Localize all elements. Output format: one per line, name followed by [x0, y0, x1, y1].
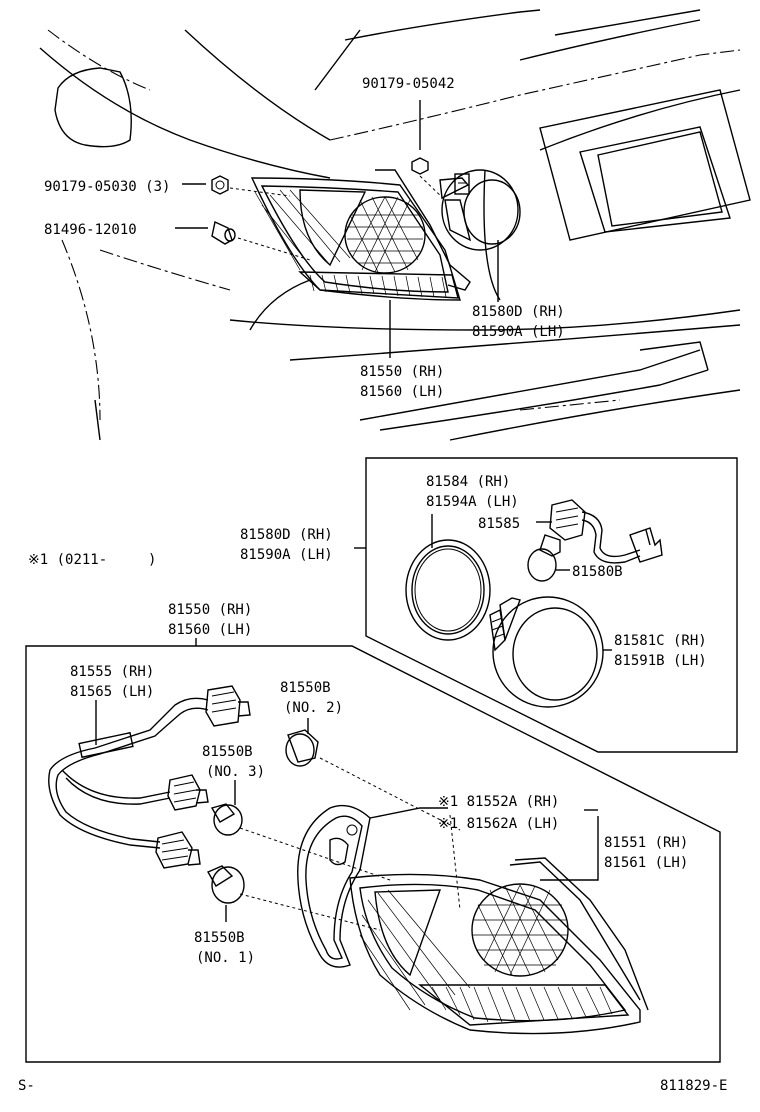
footer-left-code: S-	[18, 1078, 35, 1094]
label-90179-05042: 90179-05042	[362, 76, 455, 92]
label-81560-lh-box: 81560 (LH)	[168, 622, 252, 638]
top-reflector-grid	[344, 196, 426, 274]
harness-sockets	[155, 685, 251, 869]
label-90179-05030: 90179-05030 (3)	[44, 179, 170, 195]
label-81550b-no1-num: (NO. 1)	[196, 950, 255, 966]
bulb-no2	[285, 718, 461, 831]
label-81552a-rh: ※1 81552A (RH)	[438, 794, 559, 810]
lens-81581c	[489, 596, 612, 708]
label-81581c-rh: 81581C (RH)	[614, 633, 707, 649]
label-81591b-lh: 81591B (LH)	[614, 653, 707, 669]
socket-detail-box	[354, 457, 738, 753]
label-81551-rh: 81551 (RH)	[604, 835, 688, 851]
label-81585: 81585	[478, 516, 520, 532]
label-81496-12010: 81496-12010	[44, 222, 137, 238]
nut-90179-05042	[411, 100, 446, 201]
wire-harness-81555	[48, 697, 209, 849]
gasket-81552a	[297, 804, 461, 968]
label-81565-lh: 81565 (LH)	[70, 684, 154, 700]
label-81550b-no2: 81550B	[280, 680, 331, 696]
label-81550-rh-top: 81550 (RH)	[360, 364, 444, 380]
vehicle-body-outline	[39, 9, 751, 441]
bottom-reflector-grid	[471, 883, 569, 977]
bulb-no3	[210, 780, 391, 881]
label-81555-rh: 81555 (RH)	[70, 664, 154, 680]
socket-81585	[536, 499, 663, 564]
label-81550b-no3-num: (NO. 3)	[206, 764, 265, 780]
assembly-box	[25, 638, 721, 1063]
top-socket-assembly	[439, 169, 521, 251]
gasket-81584	[405, 514, 491, 641]
label-81560-lh-top: 81560 (LH)	[360, 384, 444, 400]
label-81584-rh: 81584 (RH)	[426, 474, 510, 490]
label-81550b-no1: 81550B	[194, 930, 245, 946]
bolt-81496-12010	[175, 220, 311, 261]
label-81562a-lh: ※1 81562A (LH)	[438, 816, 559, 832]
nut-90179-05030	[182, 175, 291, 197]
label-81561-lh: 81561 (LH)	[604, 855, 688, 871]
label-81590a-lh-mid: 81590A (LH)	[240, 547, 333, 563]
label-note-end: )	[148, 552, 156, 568]
bottom-tail-lamp	[349, 857, 649, 1035]
label-81580d-rh-mid: 81580D (RH)	[240, 527, 333, 543]
bulb-81580b	[527, 534, 570, 582]
label-81550b-no3: 81550B	[202, 744, 253, 760]
label-81580b: 81580B	[572, 564, 623, 580]
label-note-start: ※1 (0211-	[28, 552, 107, 568]
label-81550-rh-box: 81550 (RH)	[168, 602, 252, 618]
footer-figure-number: 811829-E	[660, 1078, 727, 1094]
label-81550b-no2-num: (NO. 2)	[284, 700, 343, 716]
top-tail-lamp	[250, 169, 471, 301]
label-81590a-lh-top: 81590A (LH)	[472, 324, 565, 340]
label-81580d-rh-top: 81580D (RH)	[472, 304, 565, 320]
label-81594a-lh: 81594A (LH)	[426, 494, 519, 510]
leader-81551	[540, 816, 599, 881]
bulb-no1	[207, 865, 381, 931]
